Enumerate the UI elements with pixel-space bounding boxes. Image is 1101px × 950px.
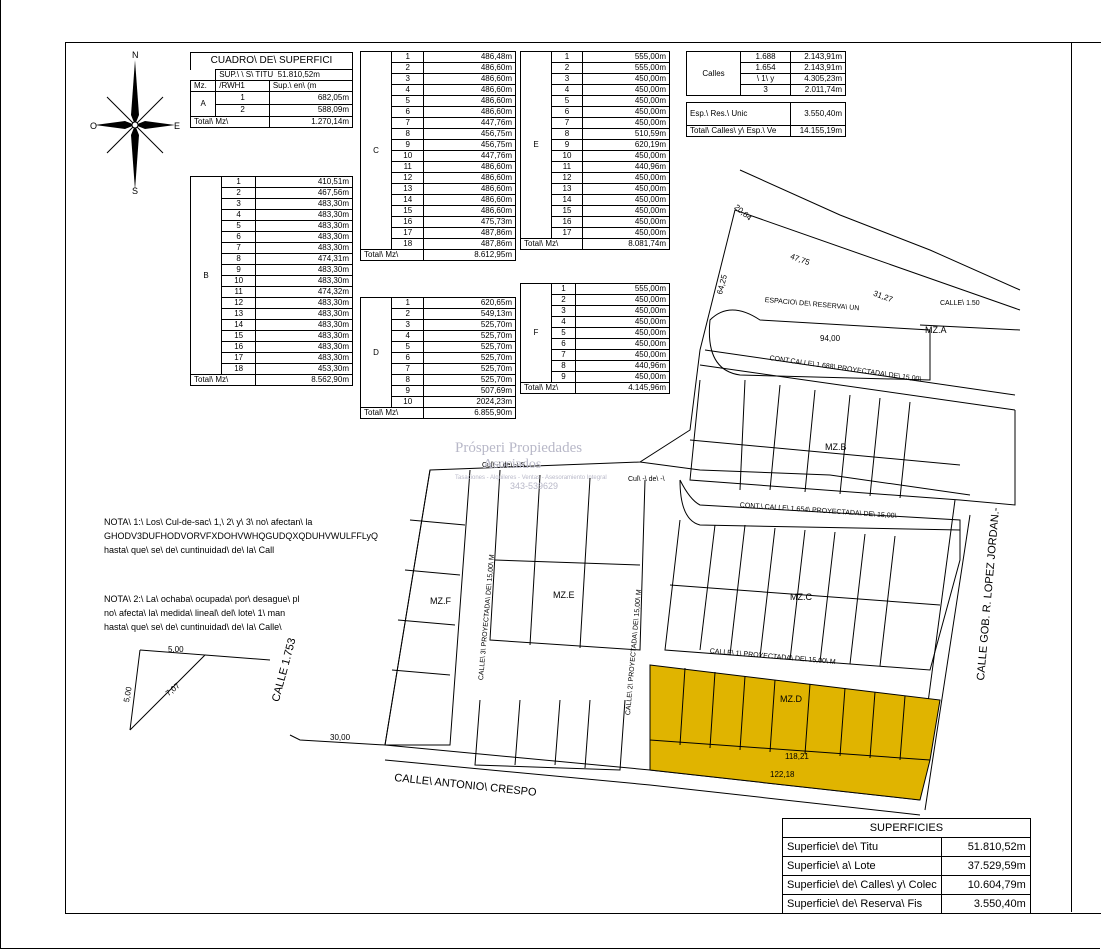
mz_b-total: 8.562,90m [255, 374, 353, 386]
brand-sub: Asociados [483, 457, 542, 472]
brand-tag: Tasaciones - Alquileres - Ventas - Aseso… [455, 475, 607, 481]
compass-s: S [132, 186, 139, 196]
compass-n: N [132, 50, 139, 60]
compass-o: O [90, 121, 98, 131]
dim-94: 94,00 [820, 334, 841, 343]
mz-d-label: MZ.D [780, 694, 802, 704]
mz_d-total: 6.855,90m [423, 407, 516, 419]
col-sup: Sup.\ en\ (m [268, 80, 354, 92]
dim-30: 30,00 [330, 733, 351, 742]
brand-name: Prósperi Propiedades [455, 440, 583, 456]
mz_b-name: B [190, 176, 222, 375]
table-mz-a: CUADRO\ DE\ SUPERFICI SUP.\ \ S\ TITU 51… [189, 52, 354, 128]
sup-titulo-value: 51.810,52m [277, 70, 320, 79]
mz_c-total: 8.612,95m [423, 249, 516, 261]
mz_f-name: F [520, 283, 552, 383]
sup-titulo-label: SUP.\ \ S\ TITU [219, 70, 274, 79]
brand-phone: 343-539629 [510, 481, 559, 491]
mz_e-total: 8.081,74m [581, 238, 671, 250]
esp-reserva-label: Esp.\ Res.\ Unic [685, 102, 792, 126]
mz-a-name: A [189, 91, 217, 117]
cul-de-sac-2: Cul\ -\ de\ -\ [628, 476, 665, 483]
dim-12218: 122,18 [770, 770, 795, 779]
dim-11821: 118,21 [785, 752, 809, 761]
col-mz: Mz. [189, 80, 217, 92]
nota-2: NOTA\ 2:\ La\ ochaba\ ocupada\ por\ desa… [104, 594, 300, 632]
mz-a-total: 1.270,14m [268, 116, 354, 128]
drawing-border [65, 42, 1101, 914]
calles-total: 14.155,19m [790, 125, 846, 137]
cuadro-title: CUADRO\ DE\ SUPERFICI [190, 52, 353, 70]
dim-5a: 5,00 [168, 645, 184, 654]
mz_f-total: 4.145,96m [575, 382, 670, 394]
title-block-divider [1071, 42, 1072, 912]
compass-e: E [174, 121, 181, 131]
calles-label: Calles [685, 51, 742, 96]
street-1650: CALLE\ 1.50 [940, 300, 980, 307]
col-lote: /RWH1 [215, 80, 270, 92]
nota-1: NOTA\ 1:\ Los\ Cul-de-sac\ 1,\ 2\ y\ 3\ … [104, 517, 379, 555]
mz_c-name: C [360, 51, 392, 250]
highlighted-block-d [649, 664, 941, 801]
mz-c-label: MZ.C [790, 592, 812, 602]
mz-b-label: MZ.B [825, 442, 847, 452]
superficies-title: SUPERFICIES [782, 818, 1031, 838]
mz-f-label: MZ.F [430, 596, 451, 606]
cul-de-sac-1: Cul\ -\ de\ -\ S [482, 462, 526, 469]
mz_e-name: E [520, 51, 552, 239]
mz_d-name: D [360, 297, 392, 408]
mz-e-label: MZ.E [553, 590, 575, 600]
mz-a-label: MZ.A [925, 325, 947, 335]
compass-rose-icon [95, 60, 175, 190]
brand-watermark: Prósperi Propiedades Asociados Tasacione… [455, 440, 607, 491]
